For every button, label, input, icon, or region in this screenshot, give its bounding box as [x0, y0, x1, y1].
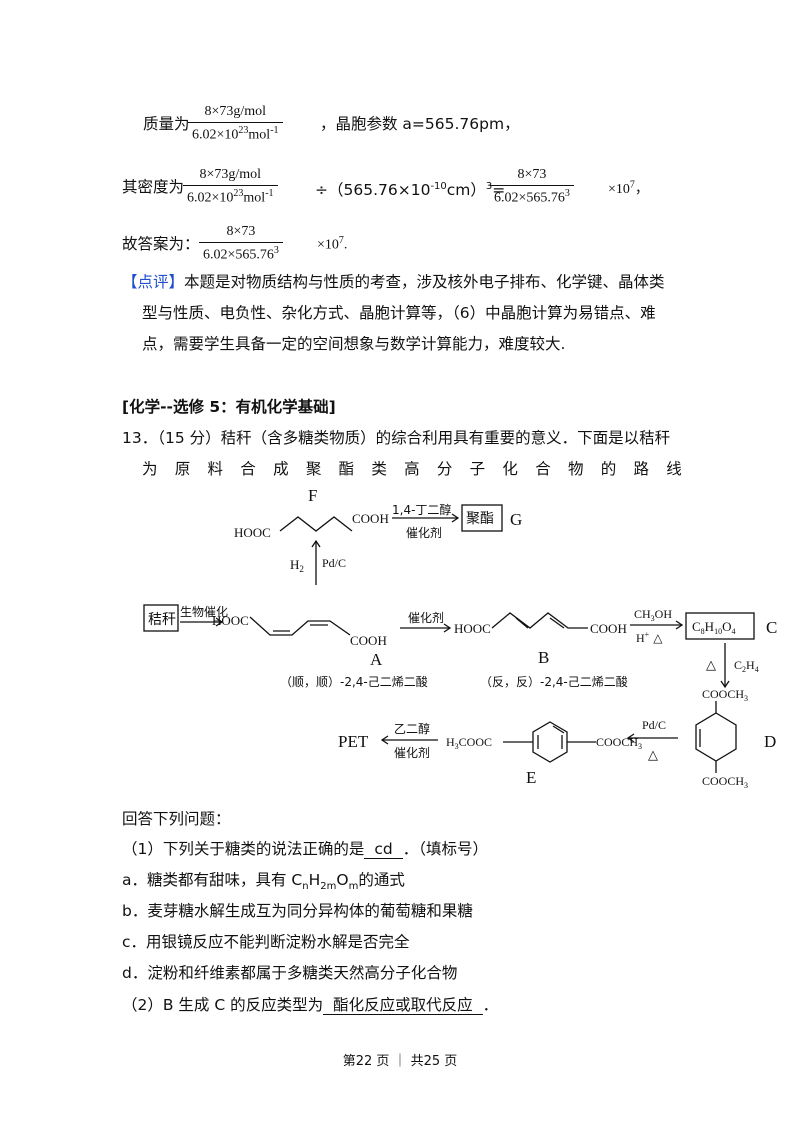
A-name: （顺，顺）-2,4-己二烯二酸: [280, 674, 428, 689]
heat-symbol-3: △: [648, 747, 658, 762]
PdC-up-reagent: Pd/C: [322, 556, 346, 570]
answer-tail: ×107.: [317, 235, 348, 253]
option-c: c．用银镜反应不能判断淀粉水解是否完全: [122, 933, 410, 951]
label-A: A: [370, 650, 383, 669]
density-tail: ×107，: [608, 179, 649, 197]
straw-box-text: 秸秆: [148, 612, 176, 628]
answer-intro: 回答下列问题：: [122, 810, 231, 828]
heat-symbol-2: △: [706, 657, 716, 672]
F-right-group: COOH: [352, 511, 389, 526]
B-left-group: HOOC: [454, 621, 491, 636]
density-fraction-2: 8×73 6.02×565.763: [490, 167, 574, 207]
D-bottom-group: COOCH3: [702, 774, 748, 790]
ethylene-reagent: C2H4: [734, 658, 759, 674]
F-left-group: HOOC: [234, 525, 271, 540]
mass-fraction: 8×73g/mol 6.02×1023mol-1: [188, 104, 283, 144]
B-name: （反，反）-2,4-己二烯二酸: [480, 674, 628, 689]
comment-line-1: 【点评】本题是对物质结构与性质的考查，涉及核外电子排布、化学键、晶体类: [122, 273, 665, 291]
methanol-reagent: CH3OH: [634, 607, 672, 623]
comment-line-3: 点，需要学生具备一定的空间想象与数学计算能力，难度较大.: [142, 335, 566, 353]
mass-fraction-denominator: 6.02×1023mol-1: [192, 125, 279, 143]
mass-prefix: 质量为: [143, 115, 190, 133]
density-prefix: 其密度为: [122, 178, 185, 196]
A-right-group: COOH: [350, 633, 387, 648]
F-reagent-top: 1,4-丁二醇: [392, 502, 451, 517]
comment-line-2: 型与性质、电负性、杂化方式、晶胞计算等，（6）中晶胞计算为易错点、难: [142, 304, 656, 322]
density-middle: ÷（565.76×10-10cm）3=: [315, 181, 506, 200]
H2-reagent: H2: [290, 557, 304, 574]
option-a: a．糖类都有甜味，具有 CnH2mOm的通式: [122, 871, 405, 893]
question-2-answer: 酯化反应或取代反应: [323, 996, 483, 1015]
catalyst-label-2: 催化剂: [394, 745, 430, 760]
D-top-group: COOCH3: [702, 687, 748, 703]
section-title: [化学--选修 5：有机化学基础]: [122, 398, 336, 416]
label-D: D: [764, 732, 776, 751]
G-box-text: 聚酯: [466, 511, 494, 527]
E-left-group: H3COOC: [446, 735, 492, 751]
catalyst-label-1: 催化剂: [408, 610, 444, 625]
mass-fraction-numerator: 8×73g/mol: [188, 104, 283, 123]
comment-tag: 【点评】: [122, 273, 185, 291]
B-right-group: COOH: [590, 621, 627, 636]
label-F: F: [308, 486, 317, 505]
option-b: b．麦芽糖水解生成互为同分异构体的葡萄糖和果糖: [122, 902, 473, 920]
C-formula-box: C8H10O4: [692, 619, 735, 636]
mass-line: 质量为: [143, 114, 190, 134]
question-13-line-2: 为原料合成聚酯类高分子化合物的路线: [142, 460, 682, 478]
acid-heat-reagent: H+△: [636, 630, 663, 645]
answer-prefix: 故答案为：: [122, 235, 200, 253]
label-PET: PET: [338, 732, 369, 751]
bio-catalysis-label: 生物催化: [180, 605, 228, 619]
density-fraction-1: 8×73g/mol 6.02×1023mol-1: [183, 167, 278, 207]
PdC-reagent-2: Pd/C: [642, 718, 666, 732]
question-13-line-1: 13．（15 分）秸秆（含多糖类物质）的综合利用具有重要的意义．下面是以秸秆: [122, 429, 671, 447]
question-1-answer: cd: [364, 840, 403, 859]
option-d: d．淀粉和纤维素都属于多糖类天然高分子化合物: [122, 964, 458, 982]
E-right-group: COOCH3: [596, 735, 642, 751]
answer-fraction: 8×73 6.02×565.763: [199, 224, 283, 264]
mass-suffix: ，晶胞参数 a=565.76pm，: [320, 115, 520, 133]
ethylene-glycol-reagent: 乙二醇: [394, 721, 430, 736]
label-C: C: [766, 618, 777, 637]
label-E: E: [526, 768, 536, 787]
F-reagent-bottom: 催化剂: [406, 525, 442, 540]
question-2: （2）B 生成 C 的反应类型为酯化反应或取代反应．: [122, 996, 499, 1015]
page-footer: 第22 页 ｜ 共25 页: [342, 1054, 458, 1069]
reaction-scheme-diagram: F HOOC COOH 1,4-丁二醇 催化剂 聚酯 G H2 Pd/C 秸秆 …: [143, 486, 777, 790]
label-G: G: [510, 510, 522, 529]
label-B: B: [538, 648, 549, 667]
A-left-group: HOOC: [212, 613, 249, 628]
